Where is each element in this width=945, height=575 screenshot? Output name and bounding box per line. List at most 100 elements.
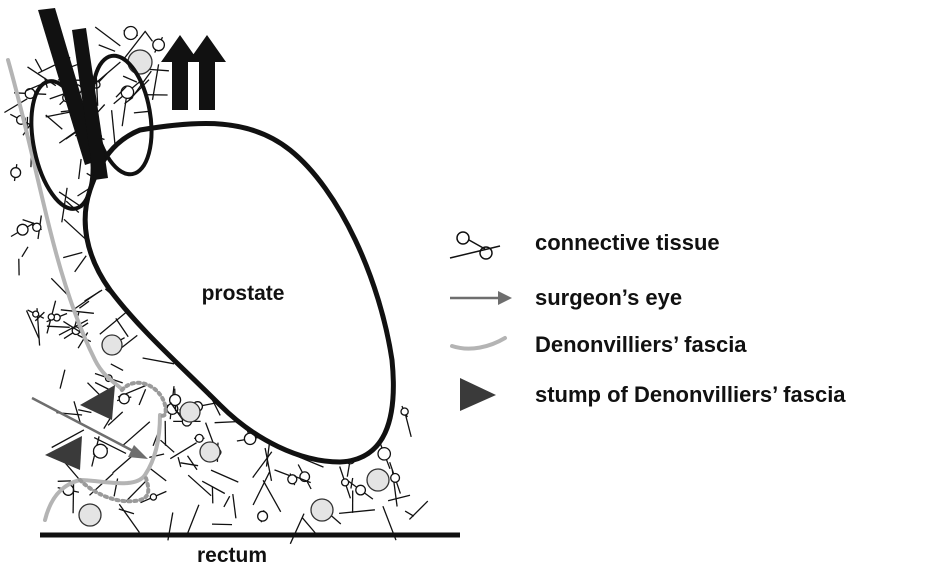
- connective-tissue-mark: [169, 442, 197, 460]
- connective-tissue-mark: [51, 429, 85, 449]
- connective-tissue-mark: [123, 25, 138, 41]
- connective-tissue-mark: [186, 455, 198, 471]
- legend-label-denonvilliers-fascia: Denonvilliers’ fascia: [535, 332, 747, 357]
- connective-tissue-mark: [34, 58, 43, 72]
- connective-tissue-mark: [87, 382, 102, 397]
- connective-tissue-mark: [101, 334, 123, 356]
- prostate-outline: [82, 120, 396, 465]
- connective-tissue-mark: [78, 409, 92, 414]
- connective-tissue-mark: [294, 475, 311, 484]
- connective-tissue-mark: [46, 325, 70, 328]
- connective-tissue-mark: [78, 158, 82, 180]
- connective-tissue-mark: [168, 393, 182, 407]
- connective-tissue-mark: [149, 493, 158, 501]
- connective-tissue-mark: [123, 30, 147, 60]
- connective-tissue-mark: [301, 517, 316, 534]
- connective-tissue-mark: [160, 439, 175, 453]
- connective-tissue-mark: [138, 388, 147, 406]
- connective-tissue-mark: [232, 494, 237, 519]
- denonvilliers-fascia-lower: [43, 413, 162, 522]
- connective-tissue-mark: [115, 86, 127, 98]
- connective-tissue-mark: [339, 509, 375, 515]
- connective-tissue-mark: [287, 474, 298, 485]
- instrument-left: [38, 8, 100, 165]
- connective-tissue-icon: [449, 231, 501, 260]
- connective-tissue-mark: [63, 251, 83, 259]
- connective-tissue-mark: [194, 433, 204, 443]
- connective-tissue-mark: [144, 31, 154, 42]
- connective-tissue-mark: [404, 510, 415, 517]
- connective-tissue-mark: [142, 357, 175, 365]
- connective-tissue-mark: [58, 191, 83, 209]
- connective-tissue-mark: [94, 26, 121, 47]
- legend-label-connective-tissue: connective tissue: [535, 230, 720, 255]
- legend-label-surgeons-eye: surgeon’s eye: [535, 285, 682, 310]
- connective-tissue-mark: [289, 513, 305, 545]
- denonvilliers-fascia: [6, 58, 124, 392]
- connective-tissue-mark: [179, 401, 201, 423]
- connective-tissue-mark: [128, 79, 150, 101]
- connective-tissue-mark: [49, 92, 66, 100]
- prostate-label: prostate: [202, 282, 285, 305]
- fascia-stump-lower: [45, 436, 82, 470]
- connective-tissue-mark: [91, 61, 121, 87]
- rectum-label: rectum: [197, 544, 267, 567]
- connective-tissue-mark: [121, 421, 151, 447]
- fascia-cut-edge-upper: [120, 380, 168, 418]
- connective-tissue-mark: [60, 309, 94, 314]
- connective-tissue-mark: [340, 478, 350, 487]
- instrument-right: [72, 28, 108, 180]
- connective-tissue-mark: [96, 104, 106, 114]
- legend: connective tissue surgeon’s eye Denonvil…: [449, 230, 846, 411]
- connective-tissue-mark: [187, 474, 212, 497]
- connective-tissue-mark: [115, 318, 129, 338]
- connective-tissue-mark: [59, 369, 66, 389]
- connective-tissue-mark: [103, 417, 112, 429]
- connective-tissue-mark: [93, 437, 127, 454]
- connective-tissue-mark: [107, 411, 124, 426]
- curved-line-icon: [450, 336, 507, 351]
- connective-tissue-mark: [98, 44, 116, 52]
- connective-tissue-mark: [72, 480, 75, 514]
- connective-tissue-mark: [262, 479, 282, 513]
- connective-tissue-mark: [150, 468, 167, 482]
- connective-tissue-mark: [16, 223, 29, 236]
- traction-up-arrows: [161, 35, 226, 110]
- connective-tissue-mark: [63, 218, 88, 242]
- connective-tissue-mark: [152, 38, 166, 52]
- connective-tissue-mark: [366, 468, 390, 492]
- connective-tissue-mark: [4, 98, 28, 114]
- connective-tissue-mark: [110, 363, 124, 371]
- connective-tissue-mark: [186, 504, 200, 535]
- connective-tissue-mark: [355, 484, 367, 496]
- fascia-stump-upper: [80, 385, 115, 420]
- connective-tissue-mark: [252, 451, 273, 478]
- connective-tissue-mark: [199, 441, 221, 463]
- connective-tissue-mark: [252, 471, 271, 506]
- connective-tissue-mark: [79, 300, 90, 309]
- connective-tissue-mark: [377, 446, 392, 461]
- connective-tissue-mark: [21, 246, 29, 258]
- connective-tissue-mark: [408, 500, 429, 520]
- connective-tissue-mark: [45, 111, 72, 118]
- connective-tissue-mark: [180, 462, 199, 467]
- connective-tissue-mark: [310, 498, 334, 522]
- connective-tissue-mark: [32, 222, 42, 233]
- connective-tissue-mark: [122, 75, 138, 83]
- connective-tissue-mark: [404, 412, 412, 438]
- connective-tissue-mark: [63, 320, 82, 334]
- connective-tissue-mark: [124, 481, 146, 503]
- connective-tissue-mark: [47, 313, 56, 321]
- connective-tissue-mark: [110, 110, 116, 147]
- connective-tissue-mark: [45, 114, 63, 130]
- connective-tissue-mark: [400, 407, 409, 416]
- connective-tissue-mark: [118, 503, 140, 533]
- arrow-icon: [450, 291, 512, 305]
- surgeons-eye-arrow: [31, 396, 148, 459]
- connective-tissue-mark: [274, 469, 291, 477]
- connective-tissue-mark: [73, 401, 82, 424]
- connective-tissue-mark: [214, 420, 238, 424]
- connective-tissue-mark: [99, 310, 128, 335]
- connective-tissue-mark: [22, 218, 35, 225]
